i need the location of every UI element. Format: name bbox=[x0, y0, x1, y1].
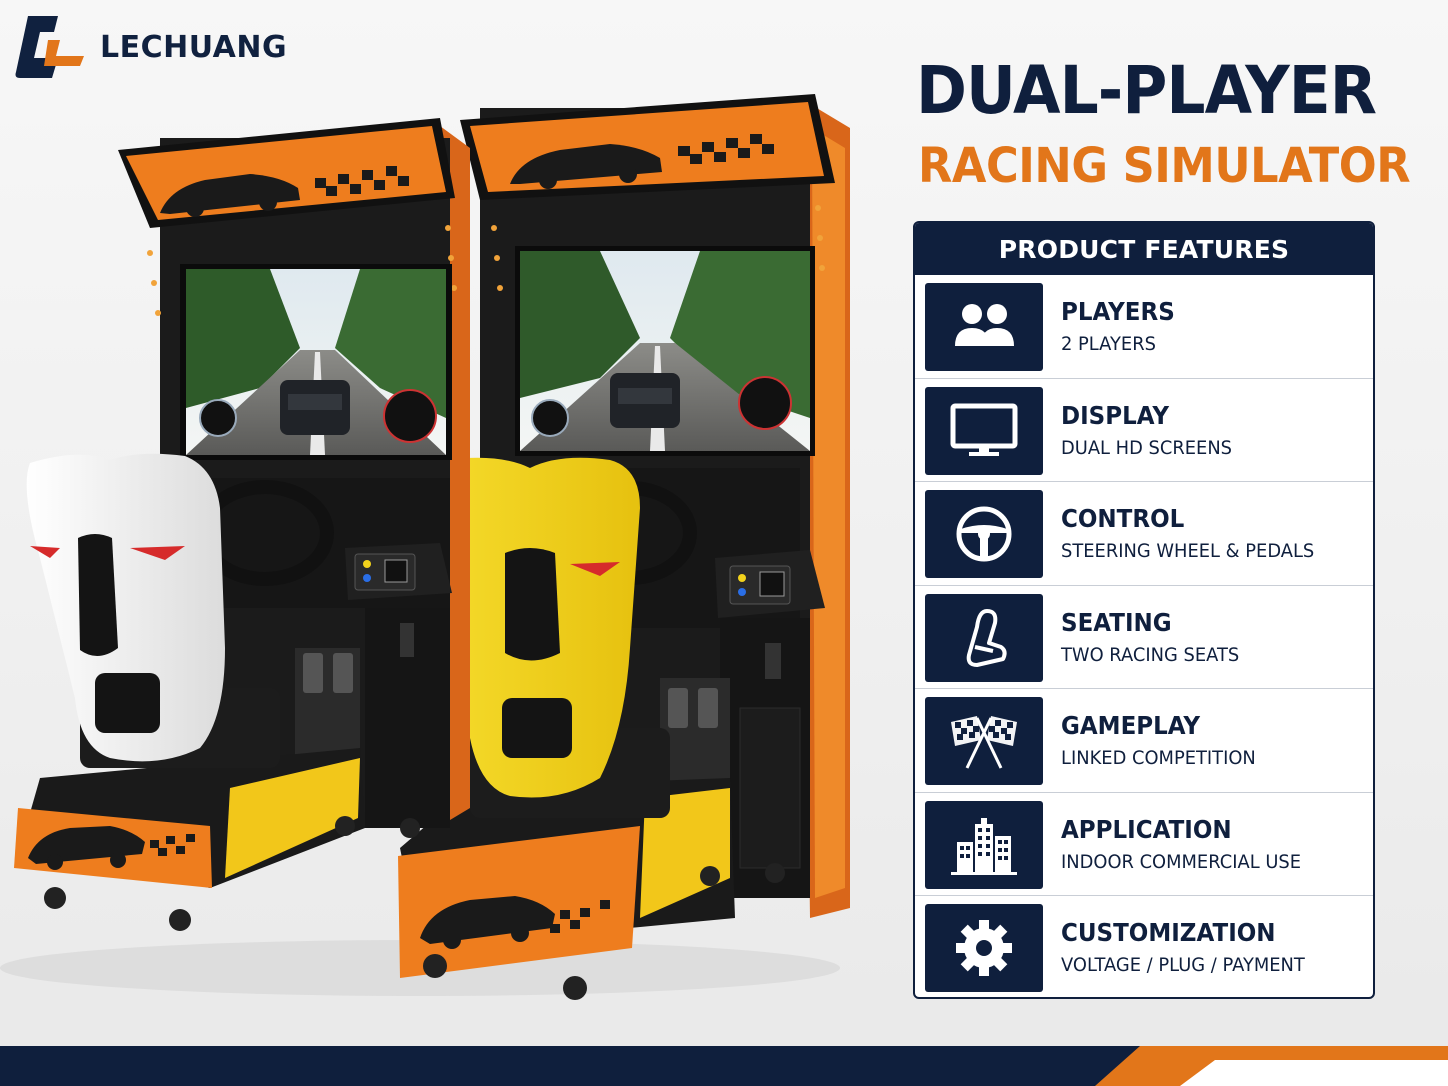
bottom-band bbox=[0, 1046, 1448, 1086]
feature-value: VOLTAGE / PLUG / PAYMENT bbox=[1061, 954, 1305, 976]
yellow-racing-seat bbox=[430, 457, 670, 818]
feature-value: TWO RACING SEATS bbox=[1061, 643, 1240, 666]
feature-control: CONTROL STEERING WHEEL & PEDALS bbox=[915, 482, 1373, 586]
feature-label: SEATING bbox=[1061, 607, 1172, 637]
title-racing-simulator: RACING SIMULATOR bbox=[918, 138, 1411, 194]
feature-label: GAMEPLAY bbox=[1061, 711, 1201, 740]
feature-value: INDOOR COMMERCIAL USE bbox=[1061, 850, 1302, 873]
feature-label: PLAYERS bbox=[1061, 297, 1175, 326]
brand-logo: LECHUANG bbox=[14, 12, 287, 82]
brand-name: LECHUANG bbox=[100, 29, 288, 65]
feature-label: APPLICATION bbox=[1061, 814, 1232, 844]
monitor-icon bbox=[925, 386, 1043, 475]
seat-icon bbox=[925, 593, 1043, 682]
feature-seating: SEATING TWO RACING SEATS bbox=[915, 586, 1373, 689]
product-photo bbox=[0, 94, 850, 1000]
feature-label: DISPLAY bbox=[1061, 400, 1169, 430]
product-features-panel: PRODUCT FEATURES PLAYERS 2 PLAYERS DISPL… bbox=[913, 221, 1375, 999]
lechuang-logo-icon bbox=[15, 16, 84, 78]
feature-label: CUSTOMIZATION bbox=[1061, 918, 1276, 947]
white-racing-seat bbox=[26, 453, 280, 768]
users-icon bbox=[925, 283, 1043, 371]
feature-players: PLAYERS 2 PLAYERS bbox=[915, 275, 1373, 379]
steering-wheel-icon bbox=[925, 490, 1043, 578]
gear-icon bbox=[925, 904, 1043, 992]
feature-value: DUAL HD SCREENS bbox=[1061, 436, 1233, 459]
feature-gameplay: GAMEPLAY LINKED COMPETITION bbox=[915, 689, 1373, 793]
cabinet-left bbox=[14, 118, 470, 931]
features-header: PRODUCT FEATURES bbox=[915, 223, 1373, 275]
feature-value: 2 PLAYERS bbox=[1061, 333, 1156, 355]
feature-value: STEERING WHEEL & PEDALS bbox=[1061, 540, 1315, 562]
feature-customization: CUSTOMIZATION VOLTAGE / PLUG / PAYMENT bbox=[915, 896, 1373, 997]
cabinet-right bbox=[398, 94, 850, 1000]
feature-application: APPLICATION INDOOR COMMERCIAL USE bbox=[915, 793, 1373, 896]
feature-value: LINKED COMPETITION bbox=[1061, 747, 1256, 769]
buildings-icon bbox=[925, 800, 1043, 889]
feature-display: DISPLAY DUAL HD SCREENS bbox=[915, 379, 1373, 482]
checkered-flags-icon bbox=[925, 697, 1043, 785]
feature-label: CONTROL bbox=[1061, 504, 1185, 533]
title-dual-player: DUAL-PLAYER bbox=[916, 52, 1377, 129]
